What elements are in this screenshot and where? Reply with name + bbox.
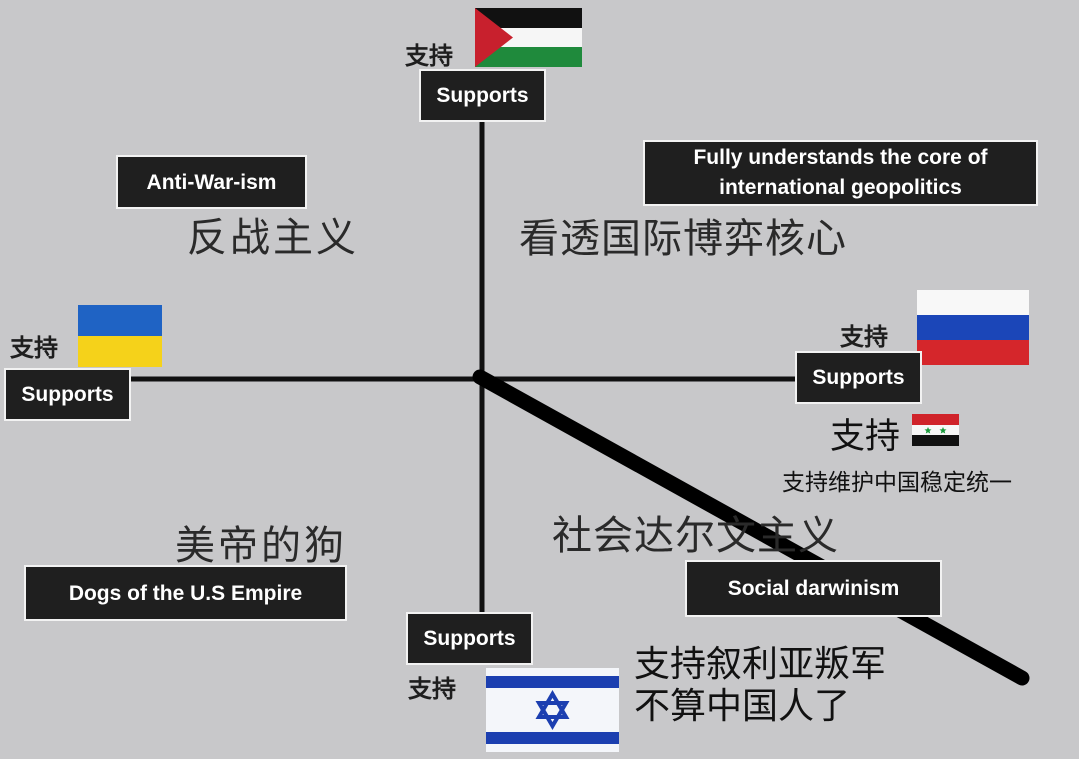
ukraine-flag xyxy=(78,305,162,367)
right-supports-label: Supports xyxy=(795,351,922,404)
anti-war-label: Anti-War-ism xyxy=(116,155,307,209)
rebels-line1: 支持叙利亚叛军 xyxy=(634,644,887,685)
diagonal-slash-line xyxy=(472,369,1030,686)
geopolitics-label-line1: Fully understands the core of xyxy=(693,146,988,169)
left-supports-label: Supports xyxy=(4,368,131,421)
us-dogs-cn: 美帝的狗 xyxy=(175,523,347,569)
right-support-cn: 支持 xyxy=(840,323,888,351)
syria-support-cn: 支持 xyxy=(830,417,901,457)
social-darwinism-cn: 社会达尔文主义 xyxy=(552,513,839,559)
social-darwinism-label: Social darwinism xyxy=(685,560,942,617)
rebels-line2: 不算中国人了 xyxy=(634,686,851,727)
bottom-supports-label: Supports xyxy=(406,612,533,665)
geopolitics-cn: 看透国际博弈核心 xyxy=(519,216,847,262)
rebels-annotation: 支持叙利亚叛军 不算中国人了 xyxy=(634,644,886,728)
anti-war-cn: 反战主义 xyxy=(187,215,359,261)
top-supports-label: Supports xyxy=(419,69,546,122)
syria-flag xyxy=(912,414,959,446)
geopolitics-label-line2: international geopolitics xyxy=(719,176,962,199)
geopolitics-label: Fully understands the core of internatio… xyxy=(643,140,1038,206)
china-stability-text: 支持维护中国稳定统一 xyxy=(782,470,1012,496)
israel-flag xyxy=(486,668,619,752)
top-support-cn: 支持 xyxy=(405,42,453,70)
us-dogs-label: Dogs of the U.S Empire xyxy=(24,565,347,621)
palestine-flag xyxy=(475,8,582,67)
russia-flag xyxy=(917,290,1029,365)
bottom-support-cn: 支持 xyxy=(408,675,456,703)
left-support-cn: 支持 xyxy=(10,334,58,362)
